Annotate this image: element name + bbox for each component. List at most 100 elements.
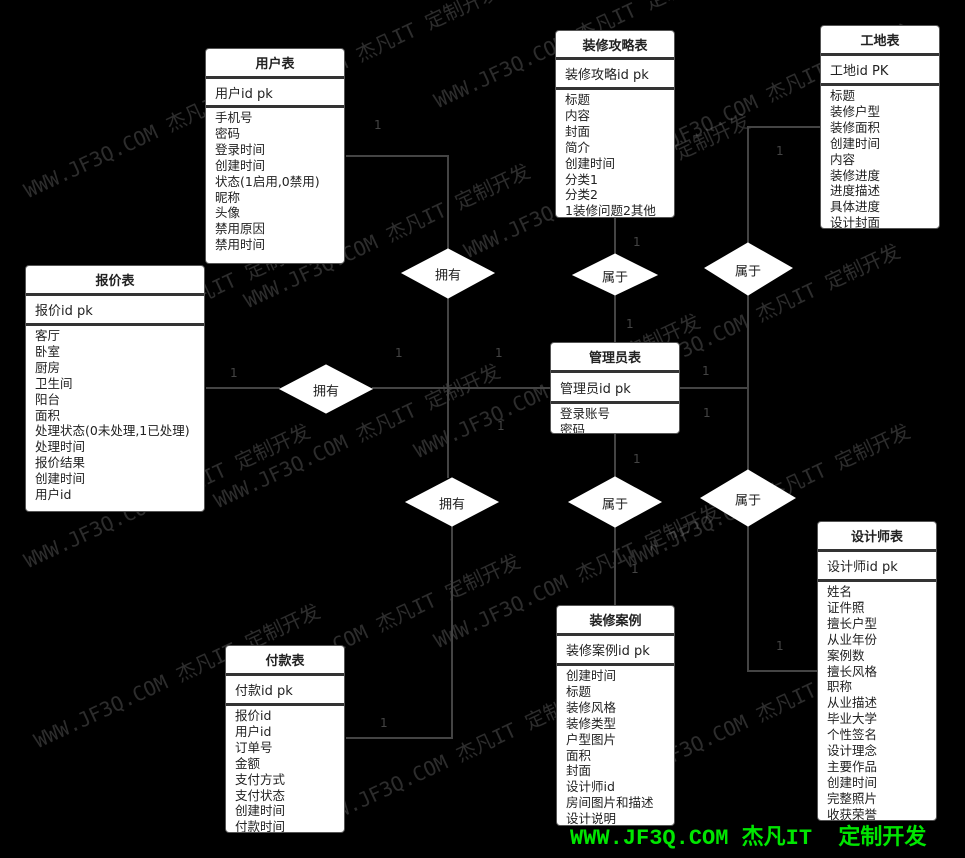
diamond-own-payment — [404, 477, 500, 527]
entity-title: 装修攻略表 — [556, 31, 674, 60]
entity-field: 昵称 — [215, 189, 241, 205]
entity-primary-key: 装修案例id pk — [557, 636, 674, 666]
entity-primary-key: 工地id PK — [821, 56, 939, 86]
cardinality-label: 1 — [374, 118, 382, 132]
entity-field: 1装修问题2其他 — [565, 203, 656, 218]
diamond-own-user — [400, 248, 496, 299]
entity-field: 状态(1启用,0禁用) — [215, 173, 320, 189]
entity-field: 装修进度 — [830, 167, 881, 183]
entity-field: 支付方式 — [235, 771, 286, 787]
entity-field: 装修类型 — [566, 715, 617, 731]
entity-title: 报价表 — [26, 266, 204, 296]
entity-field: 设计封面 — [830, 215, 881, 229]
entity-field: 报价结果 — [35, 455, 86, 471]
entity-primary-key: 付款id pk — [226, 676, 344, 706]
entity-field: 禁用原因 — [215, 221, 266, 237]
entity-field: 密码 — [215, 125, 241, 141]
entity-field: 内容 — [830, 151, 856, 167]
entity-primary-key: 装修攻略id pk — [556, 60, 674, 90]
entity-field: 金额 — [235, 755, 261, 771]
entity-field: 面积 — [566, 747, 592, 763]
entity-fields: 手机号密码登录时间创建时间状态(1启用,0禁用)昵称头像禁用原因禁用时间 — [206, 108, 344, 253]
entity-primary-key: 管理员id pk — [551, 373, 679, 404]
entity-primary-key: 设计师id pk — [818, 552, 936, 582]
cardinality-label: 1 — [230, 366, 238, 380]
footer-watermark: WWW.JF3Q.COM 杰凡IT 定制开发 — [570, 826, 927, 851]
entity-field: 客厅 — [35, 328, 61, 343]
entity-field: 设计理念 — [827, 743, 878, 759]
line-belong-designer — [747, 526, 818, 672]
entity-field: 封面 — [565, 123, 591, 139]
entity-field: 具体进度 — [830, 199, 881, 215]
entity-fields: 姓名证件照擅长户型从业年份案例数擅长风格职称从业描述毕业大学个性签名设计理念主要… — [818, 582, 936, 820]
entity-field: 用户id — [235, 723, 272, 739]
entity-field: 登录时间 — [215, 141, 266, 157]
entity-field: 简介 — [565, 139, 591, 155]
entity-field: 报价id — [235, 708, 272, 723]
cardinality-label: 1 — [380, 716, 388, 730]
entity-field: 装修户型 — [830, 103, 881, 119]
entity-primary-key: 用户id pk — [206, 79, 344, 108]
cardinality-label: 1 — [776, 639, 784, 653]
entity-field: 禁用时间 — [215, 237, 266, 253]
entity-field: 手机号 — [215, 110, 253, 125]
entity-field: 毕业大学 — [827, 711, 878, 727]
entity-title: 工地表 — [821, 26, 939, 56]
entity-fields: 登录账号密码 — [551, 404, 679, 433]
entity-field: 主要作品 — [827, 758, 878, 774]
entity-field: 设计师id — [566, 779, 615, 795]
entity-field: 厨房 — [35, 359, 61, 375]
diamond-belong-site — [704, 242, 793, 296]
entity-fields: 标题装修户型装修面积创建时间内容装修进度进度描述具体进度设计封面 — [821, 86, 939, 229]
entity-field: 处理时间 — [35, 439, 86, 455]
entity-field: 职称 — [827, 679, 853, 695]
relationship-label: 属于 — [734, 264, 762, 280]
cardinality-label: 1 — [626, 317, 634, 331]
entity-field: 分类2 — [565, 187, 598, 203]
cardinality-label: 1 — [703, 406, 711, 420]
entity-field: 擅长户型 — [827, 615, 878, 631]
entity-title: 管理员表 — [551, 343, 679, 373]
relationship-label: 属于 — [601, 497, 629, 513]
entity-field: 创建时间 — [566, 668, 617, 683]
cardinality-label: 1 — [631, 562, 639, 576]
relationship-label: 属于 — [734, 493, 762, 509]
entity-field: 头像 — [215, 205, 241, 221]
relationship-label: 拥有 — [312, 384, 340, 400]
relationship-label: 拥有 — [434, 268, 462, 284]
entity-field: 标题 — [566, 683, 592, 699]
entity-field: 创建时间 — [565, 155, 616, 171]
entity-field: 从业描述 — [827, 695, 878, 711]
entity-field: 装修风格 — [566, 699, 617, 715]
cardinality-label: 1 — [497, 419, 505, 433]
cardinality-label: 1 — [702, 364, 710, 378]
entity-field: 设计说明 — [566, 811, 617, 826]
entity-title: 设计师表 — [818, 522, 936, 552]
diamond-belong-designer — [700, 469, 796, 527]
entity-field: 用户id — [35, 487, 72, 503]
diamond-belong-guide — [571, 253, 659, 296]
entity-field: 个性签名 — [827, 727, 878, 743]
entity-field: 处理状态(0未处理,1已处理) — [35, 423, 190, 439]
entity-title: 用户表 — [206, 49, 344, 79]
entity-field: 户型图片 — [566, 731, 617, 747]
entity-title: 付款表 — [226, 646, 344, 676]
entity-field: 从业年份 — [827, 631, 878, 647]
entity-field: 姓名 — [827, 584, 853, 599]
relationship-label: 拥有 — [438, 497, 466, 513]
entity-field: 卫生间 — [35, 375, 73, 391]
entity-field: 内容 — [565, 107, 591, 123]
